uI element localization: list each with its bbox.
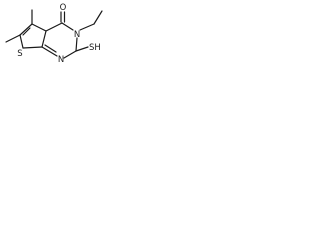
- bond-c7a-c3a: [41, 30, 47, 48]
- bond-n1-c7a: [41, 46, 58, 57]
- bond-ch2-ch3: [93, 10, 103, 25]
- bond-n3-ch2: [79, 23, 95, 31]
- molecule-structure: O N N S SH: [5, 3, 103, 65]
- bond-c2p-sh: [75, 46, 89, 52]
- bond-c2-methyl: [5, 34, 21, 43]
- bond-c3a-c3: [31, 23, 47, 32]
- bond-c3a-c4: [45, 22, 63, 32]
- bond-c2-s: [19, 34, 24, 49]
- bond-c3-c2-double: [22, 27, 31, 36]
- bond-c3-c2: [19, 23, 33, 36]
- bond-s-c7a: [22, 46, 43, 49]
- bond-c4-n3: [61, 22, 74, 31]
- atom-sulfur-ring: S: [17, 49, 22, 59]
- atom-oxygen: O: [60, 3, 67, 13]
- atom-nitrogen-top: N: [74, 30, 80, 40]
- atom-thiol: SH: [89, 43, 101, 53]
- bond-n1-c7a-double: [44, 44, 57, 53]
- bond-layer: [5, 9, 103, 59]
- atom-nitrogen-bottom: N: [58, 55, 64, 65]
- bond-c2p-n1: [63, 50, 77, 59]
- bond-n3-c2p: [75, 37, 78, 52]
- atom-layer: O N N S SH: [17, 3, 101, 65]
